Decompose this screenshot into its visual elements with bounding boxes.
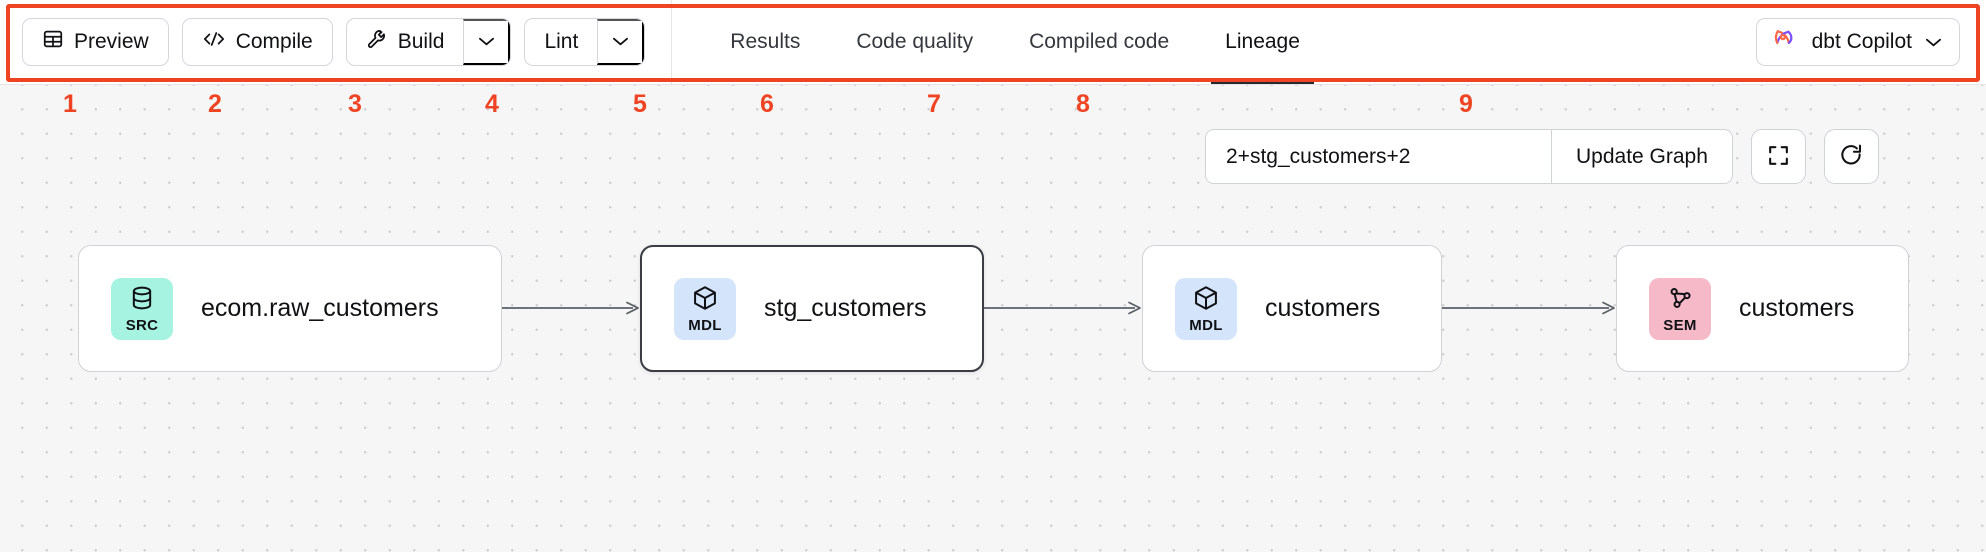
tab-compiled-code[interactable]: Compiled code [1001,0,1197,84]
node-badge-label: SEM [1663,317,1697,334]
refresh-icon [1838,142,1864,171]
dbt-copilot-button[interactable]: dbt Copilot [1755,18,1960,66]
selector-group: Update Graph [1205,129,1733,184]
build-split-button: Build [345,18,512,66]
fullscreen-button[interactable] [1750,129,1806,184]
dbt-copilot-label: dbt Copilot [1811,30,1912,53]
code-icon [202,28,226,56]
database-icon [128,284,156,317]
annotation-number-7: 7 [927,90,941,118]
chevron-down-icon [478,35,495,50]
tab-compiled-code-label: Compiled code [1029,30,1170,53]
wrench-icon [366,28,388,56]
node-label: stg_customers [764,294,927,322]
annotation-number-8: 8 [1076,90,1090,118]
table-icon [42,28,64,56]
lineage-node-customers-sem[interactable]: SEM customers [1616,245,1909,372]
node-badge-label: MDL [688,317,722,334]
annotation-number-4: 4 [485,90,499,118]
node-badge-label: SRC [125,317,159,334]
top-toolbar: Preview Compile [0,0,1986,85]
compile-button[interactable]: Compile [181,18,333,66]
lineage-edge-raw-customers-to-stg-customers [502,300,640,321]
toolbar-action-group: Preview Compile [0,0,646,84]
refresh-button[interactable] [1823,129,1879,184]
build-button[interactable]: Build [347,19,464,65]
tab-results[interactable]: Results [702,0,828,84]
annotation-number-3: 3 [348,90,362,118]
lint-dropdown-toggle[interactable] [597,19,645,65]
compile-button-label: Compile [235,30,313,53]
lineage-node-customers-mdl[interactable]: MDL customers [1142,245,1442,372]
node-type-badge-mdl: MDL [1175,277,1237,340]
toolbar-divider [671,0,673,84]
node-badge-label: MDL [1189,317,1223,334]
node-type-badge-mdl: MDL [674,277,736,340]
lint-split-button: Lint [524,18,646,66]
graph-toolbar: Update Graph [1205,129,1879,184]
cube-icon [1192,284,1220,317]
tab-code-quality-label: Code quality [856,30,974,53]
annotation-number-1: 1 [63,90,77,118]
annotation-number-6: 6 [760,90,774,118]
chevron-down-icon [612,35,629,50]
tab-lineage[interactable]: Lineage [1197,0,1328,84]
node-label: customers [1739,294,1855,322]
node-type-badge-sem: SEM [1649,277,1711,340]
preview-button-label: Preview [74,30,149,53]
lint-button-label: Lint [544,30,579,53]
annotation-number-2: 2 [208,90,222,118]
tab-lineage-label: Lineage [1225,30,1300,53]
tab-code-quality[interactable]: Code quality [828,0,1001,84]
tab-bar: Results Code quality Compiled code Linea… [672,0,1328,84]
lineage-node-raw-customers[interactable]: SRC ecom.raw_customers [78,245,502,372]
node-label: ecom.raw_customers [201,294,439,322]
lineage-node-stg-customers[interactable]: MDL stg_customers [640,245,984,372]
toolbar-right-group: dbt Copilot [1755,18,1986,66]
build-button-label: Build [397,30,445,53]
build-dropdown-toggle[interactable] [463,19,511,65]
node-label: customers [1265,294,1381,322]
dbt-copilot-icon [1772,26,1799,59]
cube-icon [691,284,719,317]
tab-results-label: Results [730,30,801,53]
lineage-edge-customers-mdl-to-customers-sem [1442,300,1616,321]
fullscreen-icon [1766,143,1791,171]
dbt-selector-input[interactable] [1206,130,1551,183]
lineage-canvas[interactable]: Update Graph [0,85,1986,552]
annotation-number-5: 5 [633,90,647,118]
node-graph-icon [1666,284,1694,317]
annotation-number-9: 9 [1459,90,1473,118]
lint-button[interactable]: Lint [525,19,597,65]
update-graph-button[interactable]: Update Graph [1551,130,1732,183]
lineage-edge-stg-customers-to-customers-mdl [984,300,1142,321]
chevron-down-icon [1925,30,1942,54]
node-type-badge-src: SRC [111,277,173,340]
preview-button[interactable]: Preview [22,18,169,66]
